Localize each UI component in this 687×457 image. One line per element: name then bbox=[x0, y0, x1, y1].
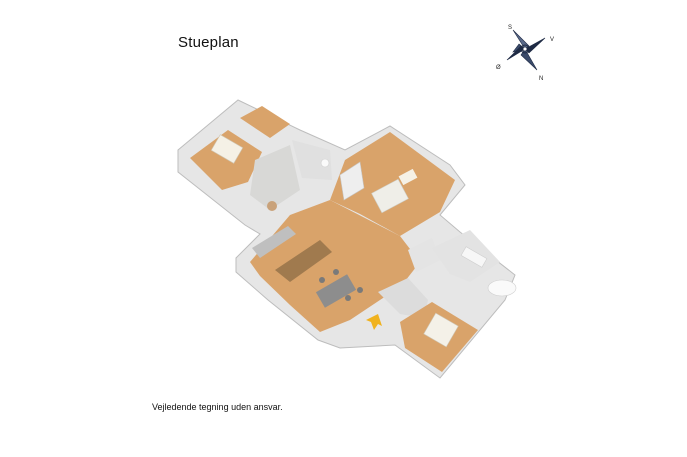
bedroom-left bbox=[190, 130, 262, 190]
entrance-hall bbox=[378, 238, 440, 318]
compass-rose-icon: S V N Ø bbox=[496, 25, 554, 82]
disclaimer-text: Vejledende tegning uden ansvar. bbox=[152, 402, 283, 412]
compass-label-north: N bbox=[539, 76, 543, 82]
compass-label-east: Ø bbox=[496, 65, 501, 71]
kitchen-dining bbox=[250, 200, 420, 332]
compass-label-west: V bbox=[550, 37, 554, 43]
compass-label-south: S bbox=[508, 25, 512, 31]
entrance-arrow-icon bbox=[366, 314, 382, 330]
hallway-left bbox=[250, 145, 300, 211]
plan-title: Stueplan bbox=[178, 34, 239, 51]
bedroom-right bbox=[400, 302, 478, 372]
bathroom-right bbox=[432, 230, 517, 297]
closet-room bbox=[240, 106, 290, 138]
bathroom-left bbox=[292, 140, 332, 180]
living-room bbox=[330, 132, 455, 236]
